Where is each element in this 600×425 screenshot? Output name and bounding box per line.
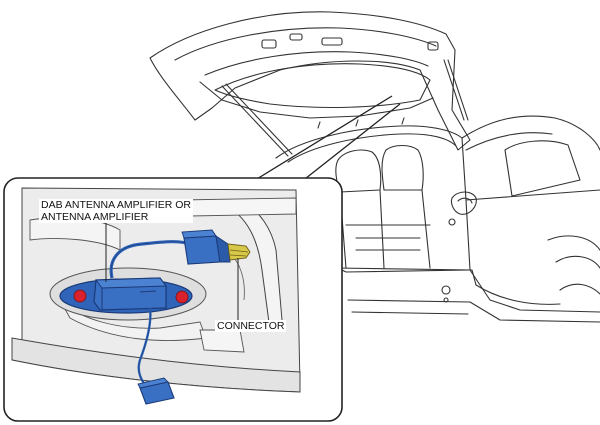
connector-callout-label: CONNECTOR [215,320,287,332]
connector [181,229,251,265]
callout-leaders [105,223,239,321]
magnifier-leader-lines [251,95,401,187]
amplifier-callout-label: DAB ANTENNA AMPLIFIER OR ANTENNA AMPLIFI… [39,199,193,223]
screw-right [175,290,189,304]
antenna-amplifier [59,240,193,405]
amplifier-label-line1: DAB ANTENNA AMPLIFIER OR [41,199,191,211]
amplifier-label-line2: ANTENNA AMPLIFIER [41,211,149,223]
vehicle-rear-view [149,11,600,323]
screw-left [73,289,87,303]
